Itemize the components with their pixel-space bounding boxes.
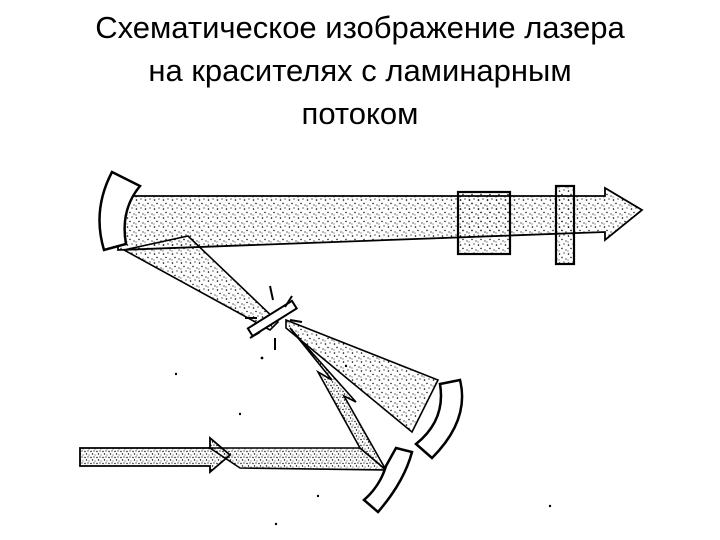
pump-beam bbox=[79, 436, 232, 474]
folded-beam-lower bbox=[285, 318, 440, 434]
pump-mirror bbox=[362, 446, 414, 514]
title-line-2: на красителях с ламинарным bbox=[148, 53, 572, 88]
pump-beam-segment bbox=[207, 447, 389, 471]
slide-title: Схематическое изображение лазера на крас… bbox=[0, 6, 720, 135]
dye-jet bbox=[245, 285, 303, 350]
concave-mirror-bottom-right bbox=[414, 378, 464, 460]
intracavity-element-2 bbox=[554, 184, 576, 266]
title-line-1: Схематическое изображение лазера bbox=[95, 10, 625, 45]
dye-jet-rays bbox=[245, 285, 303, 350]
concave-mirror-top-left bbox=[98, 170, 142, 252]
pump-beam-reflected bbox=[289, 327, 387, 471]
speckles bbox=[174, 356, 552, 526]
title-line-3: потоком bbox=[301, 96, 419, 131]
folded-beam-upper bbox=[121, 235, 280, 331]
intracavity-element-1 bbox=[456, 190, 512, 256]
